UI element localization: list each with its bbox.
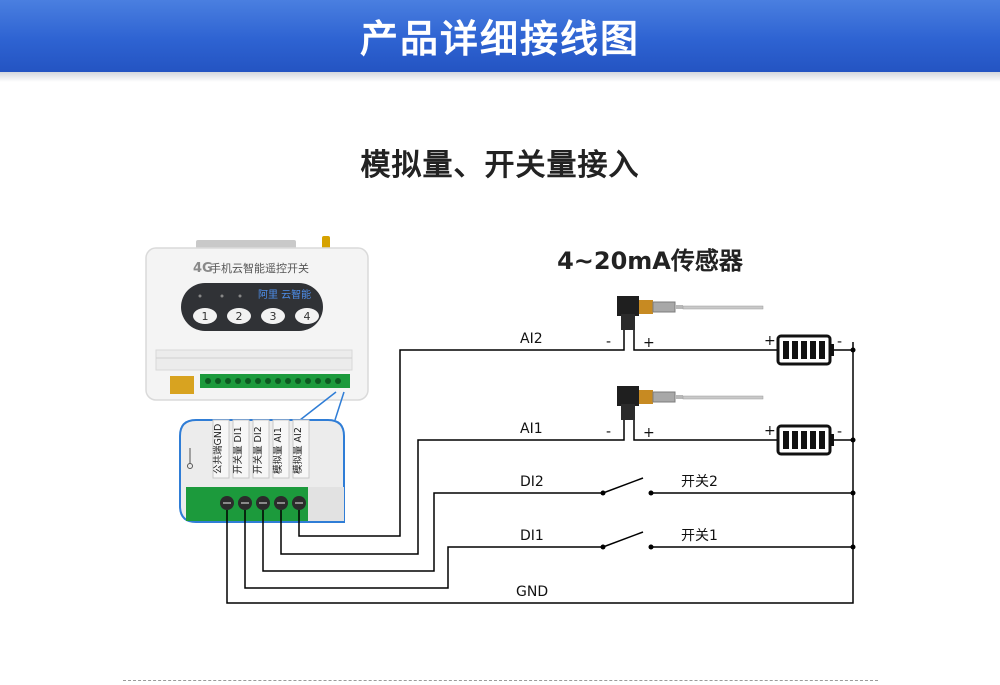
wires [226,330,854,604]
terminal-label-ai1: 模拟量 AI1 [272,427,284,474]
sensor-title: 4~20mA传感器 [557,247,743,275]
battery-2-minus: - [837,424,842,440]
wire-ai2 [298,330,625,537]
switch-1-label: 开关1 [681,528,718,544]
terminal-zoom: 公共端GND 开关量 DI1 开关量 DI2 模拟量 AI1 模拟量 AI2 [179,419,345,523]
svg-text:1: 1 [202,310,209,323]
wire-label-ai1: AI1 [520,421,543,437]
header-shadow [0,72,1000,82]
battery-1-icon [776,334,834,366]
wire-ai1 [280,420,625,555]
panel-button-3[interactable]: 3 [261,308,285,324]
terminal-label-di1: 开关量 DI1 [232,426,244,474]
wire-label-di1: DI1 [520,528,544,544]
panel-button-1[interactable]: 1 [193,308,217,324]
sensor-1-minus: - [606,334,611,350]
panel-button-4[interactable]: 4 [295,308,319,324]
control-panel [181,283,323,331]
svg-text:2: 2 [236,310,243,323]
sensor-2-minus: - [606,424,611,440]
wire-di1 [244,510,603,589]
junction-dots [600,347,856,550]
device-brand: 4G [193,261,213,276]
battery-1-plus: + [764,333,776,349]
wire-label-di2: DI2 [520,474,544,490]
switch-2-label: 开关2 [681,474,718,490]
sensor-1 [617,296,764,330]
header-banner [0,0,1000,72]
page-title: 产品详细接线图 [359,17,640,61]
fuse-block [170,376,194,394]
battery-2-icon [776,424,834,456]
panel-logo: 阿里 云智能 [258,288,311,301]
battery-1-minus: - [837,334,842,350]
wire-gnd [226,342,854,604]
terminal-label-gnd: 公共端GND [212,424,224,474]
device-name: 手机云智能遥控开关 [210,261,309,275]
switch-2-lever [602,477,644,494]
wire-label-gnd: GND [516,584,548,600]
panel-button-2[interactable]: 2 [227,308,251,324]
sensor-2 [617,386,764,420]
battery-2-plus: + [764,423,776,439]
switch-1-lever [602,531,644,548]
device-photo: 4G 手机云智能遥控开关 阿里 云智能 1 2 3 4 [145,236,369,421]
terminal-label-di2: 开关量 DI2 [252,426,264,474]
sensor-2-plus: + [643,425,655,441]
svg-text:4: 4 [304,310,311,323]
sensor-1-plus: + [643,335,655,351]
svg-text:3: 3 [270,310,277,323]
section-title: 模拟量、开关量接入 [360,148,640,183]
wire-label-ai2: AI2 [520,331,543,347]
terminal-label-ai2: 模拟量 AI2 [292,427,304,474]
bottom-divider [123,680,878,681]
wire-di2 [262,492,603,572]
